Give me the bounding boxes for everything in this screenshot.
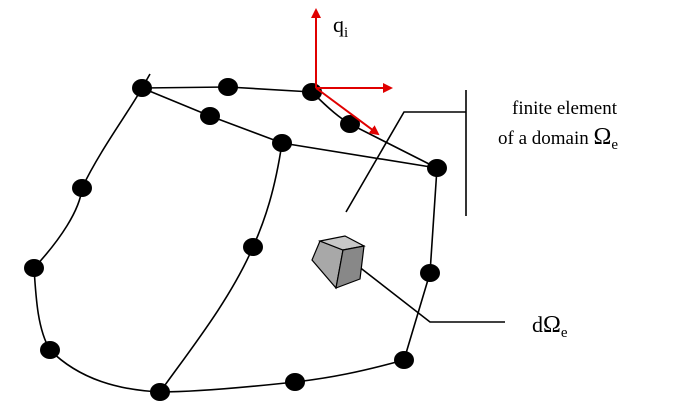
dof-label: qi: [333, 12, 349, 41]
dof-arrows: [311, 8, 393, 136]
node: [132, 79, 152, 97]
bottom-edge: [49, 349, 405, 393]
dvolume-label-symbol: Ω: [543, 312, 561, 338]
dof-label-base: q: [333, 12, 344, 37]
node: [302, 83, 322, 101]
inner-diagonal-edge: [141, 87, 438, 169]
element-label-line2: of a domain Ωe: [498, 124, 619, 153]
top-curve-edge: [311, 91, 438, 169]
dof-arrow-diagonal: [315, 87, 380, 136]
node: [150, 383, 170, 401]
node: [40, 341, 60, 359]
element-leader-line: [345, 111, 466, 213]
cube-right-face: [335, 245, 365, 289]
left-edge: [33, 87, 143, 351]
node: [24, 259, 44, 277]
dvolume-label-subscript: e: [560, 325, 568, 341]
node: [285, 373, 305, 391]
mesh-nodes: [24, 78, 447, 401]
element-label-text: of a domain: [498, 128, 594, 149]
dvolume-leader-line: [357, 265, 505, 323]
right-edge: [403, 167, 438, 361]
node: [272, 134, 292, 152]
element-label-line1: finite element: [512, 98, 617, 119]
element-label-symbol: Ω: [593, 124, 612, 150]
volume-element-cube: [311, 235, 366, 290]
mesh-edges: [33, 73, 505, 393]
node: [243, 238, 263, 256]
dvolume-label-prefix: d: [532, 312, 543, 337]
node: [200, 107, 220, 125]
node: [420, 264, 440, 282]
dvolume-label: dΩe: [532, 312, 568, 341]
inner-vertical-edge: [159, 142, 283, 393]
element-label-subscript: e: [611, 137, 619, 153]
node: [427, 159, 447, 177]
dof-label-subscript: i: [344, 25, 349, 41]
node: [340, 115, 360, 133]
node: [72, 179, 92, 197]
node: [394, 351, 414, 369]
node: [218, 78, 238, 96]
